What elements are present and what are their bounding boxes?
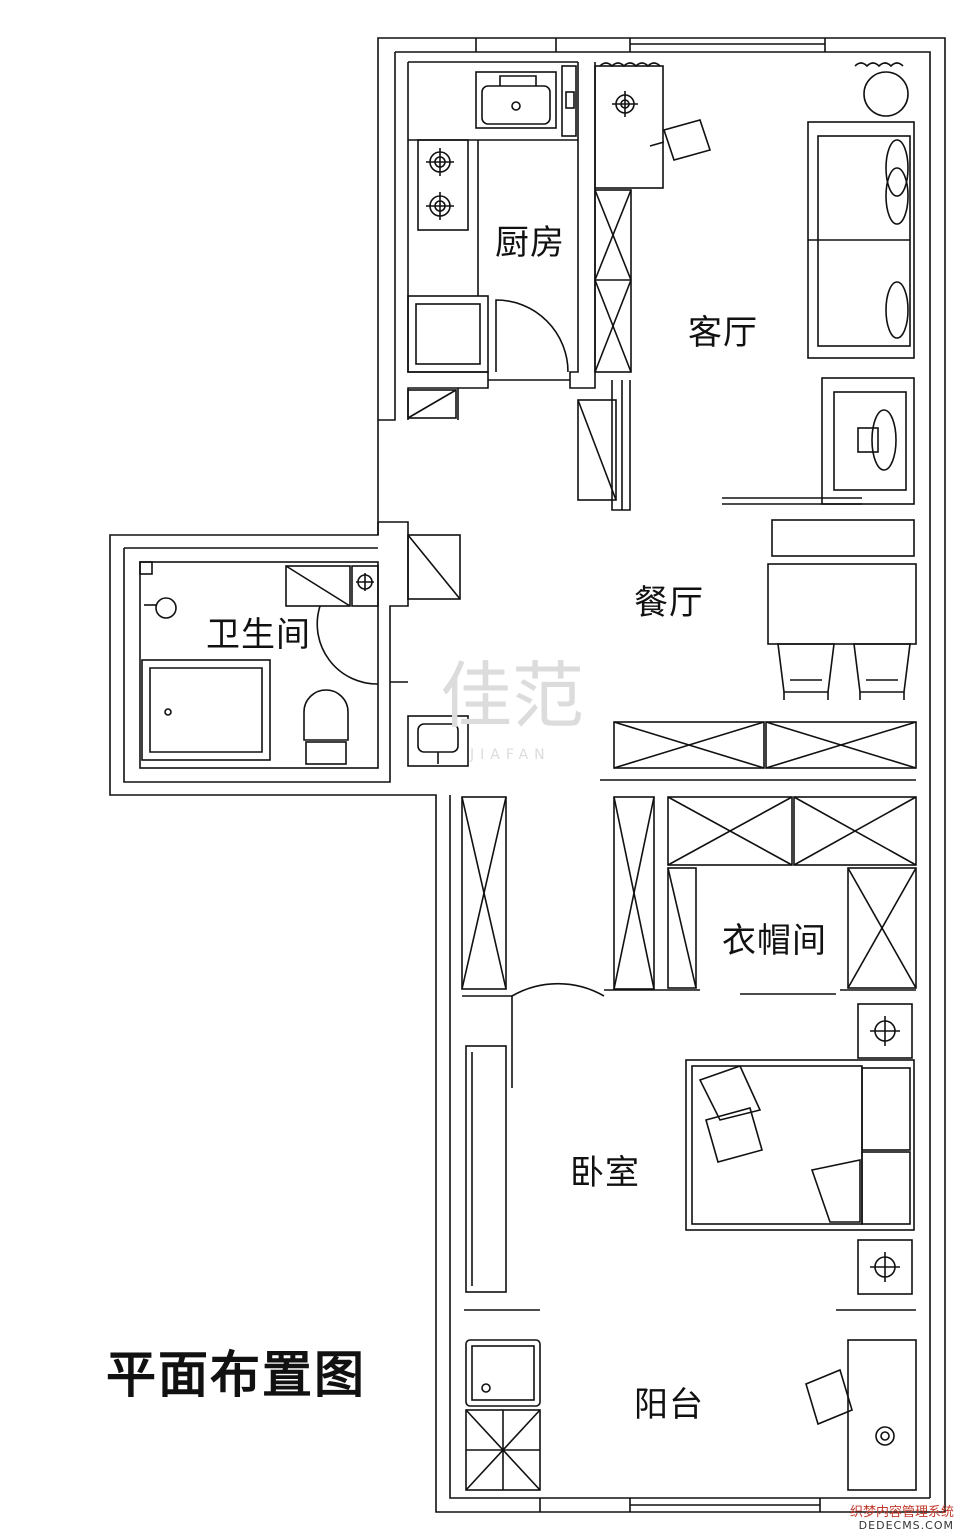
balcony-furniture: [465, 1339, 917, 1491]
living-furniture: [594, 62, 915, 505]
room-label-balcony: 阳台: [634, 1385, 704, 1425]
room-label-cloakroom: 衣帽间: [722, 921, 827, 961]
plan-title: 平面布置图: [106, 1346, 366, 1404]
room-label-bathroom: 卫生间: [206, 615, 311, 655]
corner-watermark-cn: 织梦内容管理系统: [849, 1504, 954, 1520]
corner-watermark-en: DEDECMS.COM: [858, 1518, 954, 1532]
watermark-subtext: JIAFAN: [470, 747, 551, 763]
dining-furniture: [767, 519, 917, 700]
watermark-logo: 佳范: [440, 654, 585, 738]
storage-cabinets: [461, 721, 917, 995]
outer-walls: [109, 37, 946, 1513]
room-label-living: 客厅: [688, 313, 758, 353]
room-label-dining: 餐厅: [634, 583, 704, 623]
bedroom-furniture: [462, 982, 916, 1311]
kitchen-furniture: [407, 65, 578, 419]
room-label-kitchen: 厨房: [495, 223, 565, 263]
bathroom-fixtures: [139, 561, 469, 769]
bathroom-walls: [377, 521, 461, 690]
corner-watermark: 织梦内容管理系统 DEDECMS.COM: [849, 1504, 954, 1532]
corridor-cabinet: [577, 380, 631, 511]
room-label-bedroom: 卧室: [570, 1153, 640, 1193]
